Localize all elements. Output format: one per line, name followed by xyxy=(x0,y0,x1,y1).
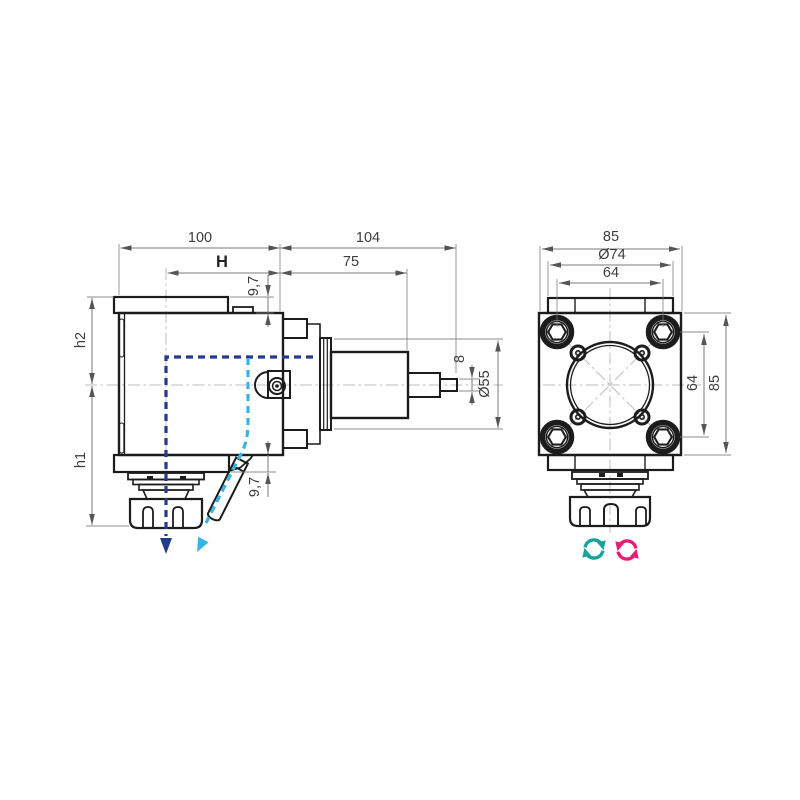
dim-label-64-right: 64 xyxy=(685,375,701,391)
dim-label-97-top: 9,7 xyxy=(246,276,262,296)
dim-label-h1: h1 xyxy=(73,452,89,468)
center-bore xyxy=(565,340,655,430)
dimension-lines xyxy=(89,245,729,525)
tool-axis-arrow xyxy=(160,355,313,554)
side-view xyxy=(112,295,458,554)
front-bottom-plate xyxy=(546,453,675,472)
rotation-cw-icon xyxy=(615,539,639,561)
dim-label-d74: Ø74 xyxy=(598,247,625,263)
flange-holes xyxy=(569,344,651,426)
top-plate xyxy=(112,295,230,315)
dim-label-d55: Ø55 xyxy=(477,370,493,397)
dim-label-100: 100 xyxy=(188,230,212,246)
dim-label-75: 75 xyxy=(343,254,359,270)
collet-chuck-side xyxy=(127,472,205,530)
dimension-labels: 100 H 104 75 9,7 9,7 h2 h1 8 Ø55 85 Ø74 … xyxy=(73,229,723,497)
spindle-section xyxy=(282,318,458,449)
tool-body xyxy=(117,311,285,457)
dim-label-85-top: 85 xyxy=(603,229,619,245)
collet-nut-front xyxy=(568,495,652,528)
dim-label-85-right: 85 xyxy=(707,375,723,391)
spindle-cylinder xyxy=(329,350,410,420)
dim-label-h2: h2 xyxy=(73,332,89,348)
dim-label-64-top: 64 xyxy=(603,265,619,281)
rotation-ccw-icon xyxy=(582,538,606,560)
dim-label-104: 104 xyxy=(356,230,380,246)
dim-label-8: 8 xyxy=(452,355,468,363)
extension-lines xyxy=(86,244,731,527)
centerlines xyxy=(85,268,701,533)
bottom-plate xyxy=(112,453,231,474)
dim-label-97-bottom: 9,7 xyxy=(247,477,263,497)
clamp-screw xyxy=(254,370,291,399)
collet-nut-side xyxy=(128,497,204,530)
dim-label-H: H xyxy=(216,253,228,271)
clamping-flange xyxy=(319,337,332,431)
angled-axis-arrow xyxy=(197,358,250,552)
collet-chuck-front xyxy=(568,471,652,528)
